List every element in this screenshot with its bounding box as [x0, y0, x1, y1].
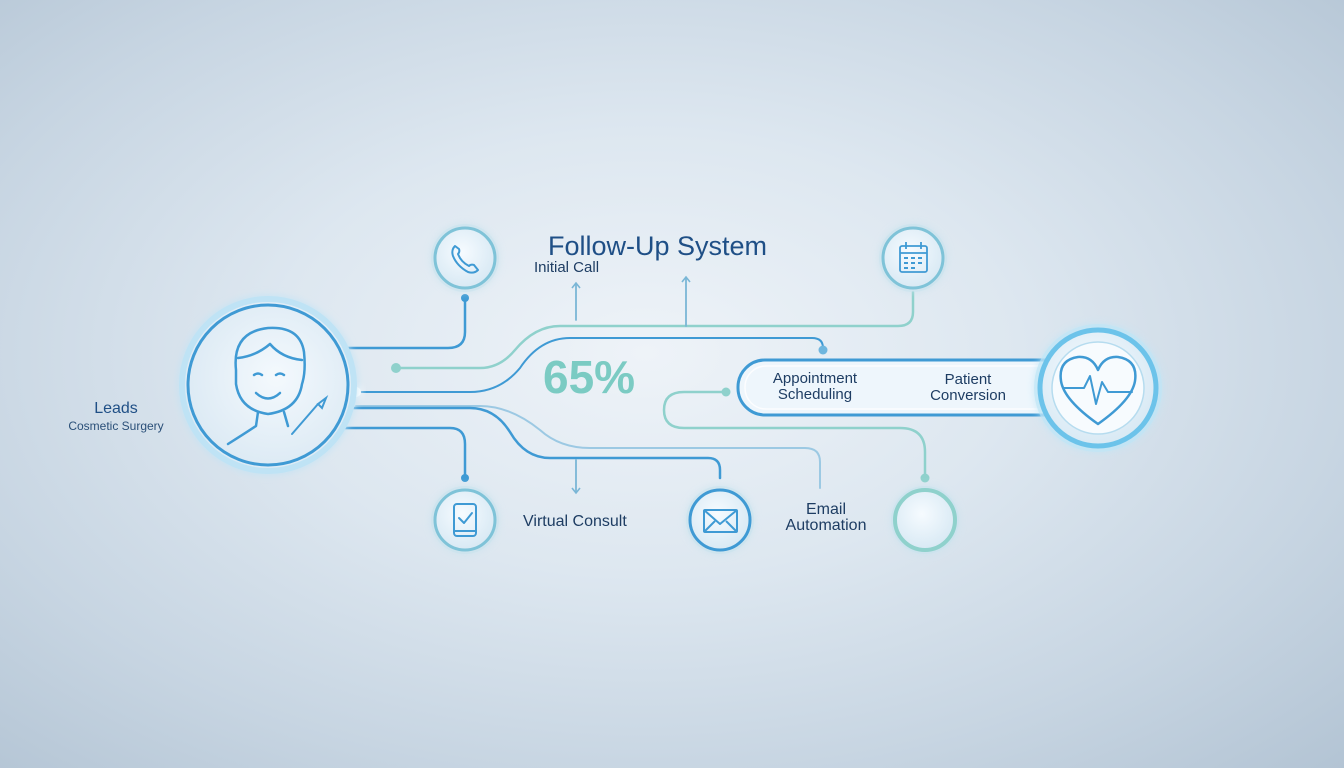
virtual-consult-label: Virtual Consult — [523, 513, 627, 530]
person-face-icon — [226, 326, 306, 446]
line-to-phone — [338, 298, 467, 350]
appointment-line-2: Scheduling — [777, 386, 853, 403]
appointment-scheduling-label: Appointment Scheduling — [756, 371, 874, 403]
email-automation-label: Email Automation — [768, 502, 884, 534]
email-node — [686, 486, 754, 554]
conversion-line-1: Patient — [944, 371, 992, 388]
connector-dots — [351, 294, 930, 483]
initial-call-node — [431, 224, 499, 292]
empty-node — [891, 486, 959, 554]
virtual-consult-node — [431, 486, 499, 554]
line-to-tablet — [338, 426, 467, 480]
leads-label: Leads Cosmetic Surgery — [62, 400, 170, 433]
conversion-pill — [736, 358, 1080, 417]
heart-node — [1034, 324, 1162, 452]
empty-circle-icon — [893, 488, 957, 552]
envelope-icon — [703, 509, 738, 533]
leads-node — [179, 296, 357, 474]
email-automation-line-1: Email — [805, 501, 846, 518]
line-to-calendar — [394, 290, 915, 370]
conversion-stat: 65% — [543, 351, 636, 403]
line-to-envelope — [338, 406, 722, 480]
phone-icon — [451, 245, 479, 274]
leads-subtitle: Cosmetic Surgery — [68, 419, 164, 433]
patient-conversion-label: Patient Conversion — [914, 372, 1022, 404]
connector-lines — [338, 275, 927, 495]
line-to-email-automation — [355, 405, 821, 489]
conversion-line-2: Conversion — [930, 387, 1006, 404]
calendar-icon — [899, 242, 928, 273]
diagram-title: Follow-Up System — [548, 231, 768, 261]
email-automation-line-2: Automation — [785, 517, 867, 534]
scalpel-icon — [291, 395, 329, 435]
leads-title: Leads — [94, 400, 138, 417]
calendar-node — [879, 224, 947, 292]
initial-call-label: Initial Call — [534, 259, 600, 276]
appointment-line-1: Appointment — [772, 370, 858, 387]
line-to-appointment — [355, 337, 824, 393]
line-to-empty-circle — [662, 390, 927, 480]
tablet-check-icon — [453, 503, 477, 537]
heart-pulse-icon — [1059, 355, 1137, 426]
